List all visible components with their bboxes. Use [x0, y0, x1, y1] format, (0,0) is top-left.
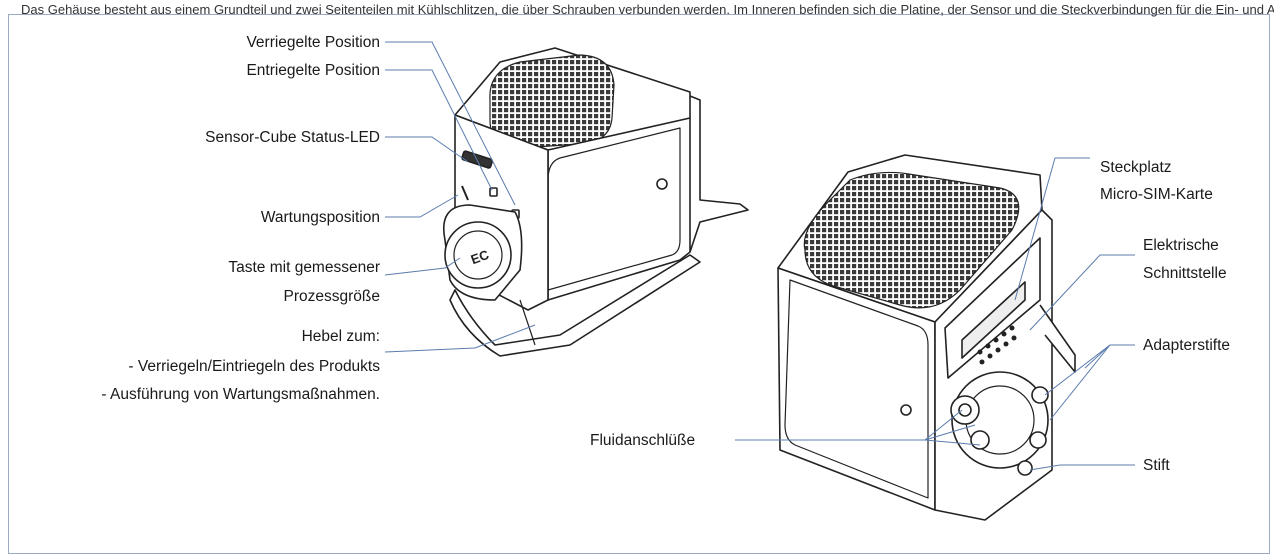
- adapter-wing: [1039, 304, 1076, 373]
- right-top-grille: [803, 171, 1020, 309]
- stift-pin: [1017, 460, 1033, 476]
- label-locked-position: Verriegelte Position: [246, 34, 380, 51]
- label-button-line1: Taste mit gemessener: [228, 259, 380, 276]
- button-symbol: EC: [469, 247, 492, 267]
- label-sim-line2: Micro-SIM-Karte: [1100, 186, 1213, 203]
- left-screw-icon: [656, 178, 668, 190]
- right-screw-icon: [900, 404, 912, 416]
- label-stift: Stift: [1143, 457, 1170, 474]
- label-adapter-pins: Adapterstifte: [1143, 337, 1231, 354]
- label-button-line2: Prozessgröße: [283, 288, 380, 305]
- maintenance-marker-icon: [461, 185, 469, 201]
- leader-lines: [384, 41, 1135, 471]
- left-top-grille: [489, 54, 615, 149]
- label-sim-line1: Steckplatz: [1100, 159, 1172, 176]
- label-fluid-ports: Fluidanschlüße: [590, 432, 696, 449]
- label-maintenance-position: Wartungsposition: [260, 209, 380, 226]
- label-lever-line1: Hebel zum:: [301, 328, 380, 345]
- fluid-port-2: [970, 430, 990, 450]
- label-status-led: Sensor-Cube Status-LED: [205, 129, 380, 146]
- left-device: EC: [443, 47, 749, 357]
- label-elec-line1: Elektrische: [1143, 237, 1219, 254]
- right-device: [777, 154, 1076, 521]
- sim-slot-icon: [961, 281, 1026, 359]
- device-illustration: EC: [384, 41, 1135, 521]
- adapter-pin-2: [1029, 431, 1047, 449]
- connector-pins-icon: [977, 325, 1017, 365]
- label-unlocked-position: Entriegelte Position: [246, 62, 380, 79]
- figure-caption: Das Gehäuse besteht aus einem Grundteil …: [21, 2, 1274, 17]
- label-lever-line2: - Verriegeln/Eintriegeln des Produkts: [128, 358, 380, 375]
- label-elec-line2: Schnittstelle: [1143, 265, 1227, 282]
- adapter-pin-1: [1031, 386, 1049, 404]
- label-lever-line3: - Ausführung von Wartungsmaßnahmen.: [101, 386, 380, 403]
- lever: [449, 254, 701, 357]
